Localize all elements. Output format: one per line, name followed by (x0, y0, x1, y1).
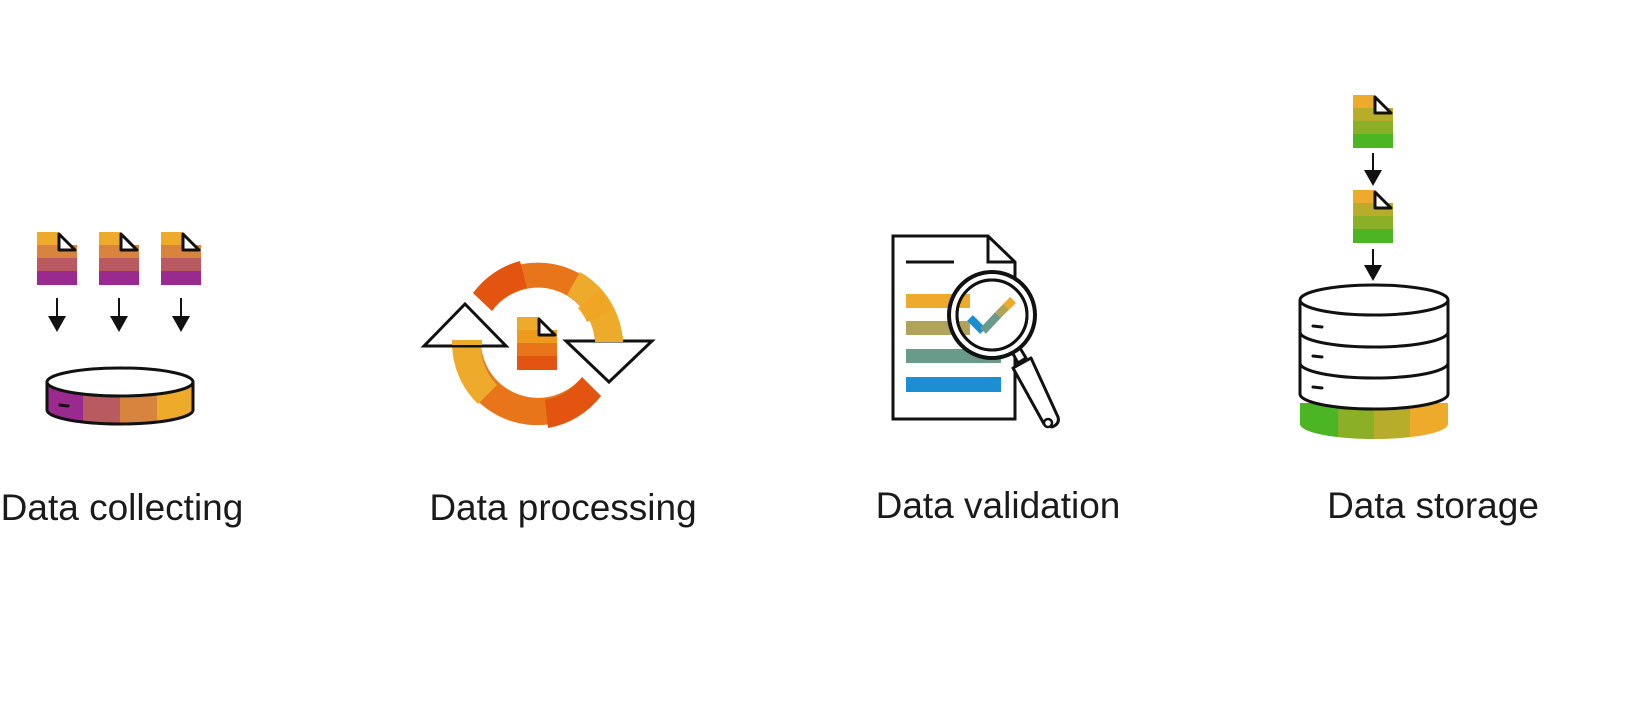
arrow-down-icon (172, 298, 190, 332)
document-icon (1353, 190, 1393, 243)
data-collecting-icon (37, 232, 201, 426)
arrow-down-icon (1364, 249, 1382, 281)
arrow-down-icon (1364, 153, 1382, 186)
checkmark-icon (967, 297, 1016, 334)
arrow-down-icon (110, 298, 128, 332)
database-disk-icon (45, 366, 195, 426)
document-icon (99, 232, 139, 285)
document-icon (37, 232, 77, 285)
database-server-icon (1298, 283, 1450, 439)
document-icon (161, 232, 201, 285)
magnifier-icon (947, 270, 1060, 429)
data-validation-icon (891, 234, 1060, 429)
step-label-data-storage: Data storage (1327, 485, 1539, 526)
step-label-data-validation: Data validation (875, 485, 1121, 526)
arrow-down-icon (48, 298, 66, 332)
document-icon (517, 317, 557, 370)
step-label-data-collecting: Data collecting (0, 487, 244, 528)
data-processing-icon (420, 261, 656, 428)
data-storage-icon (1298, 95, 1450, 439)
document-icon (1353, 95, 1393, 148)
step-label-data-processing: Data processing (429, 487, 697, 528)
